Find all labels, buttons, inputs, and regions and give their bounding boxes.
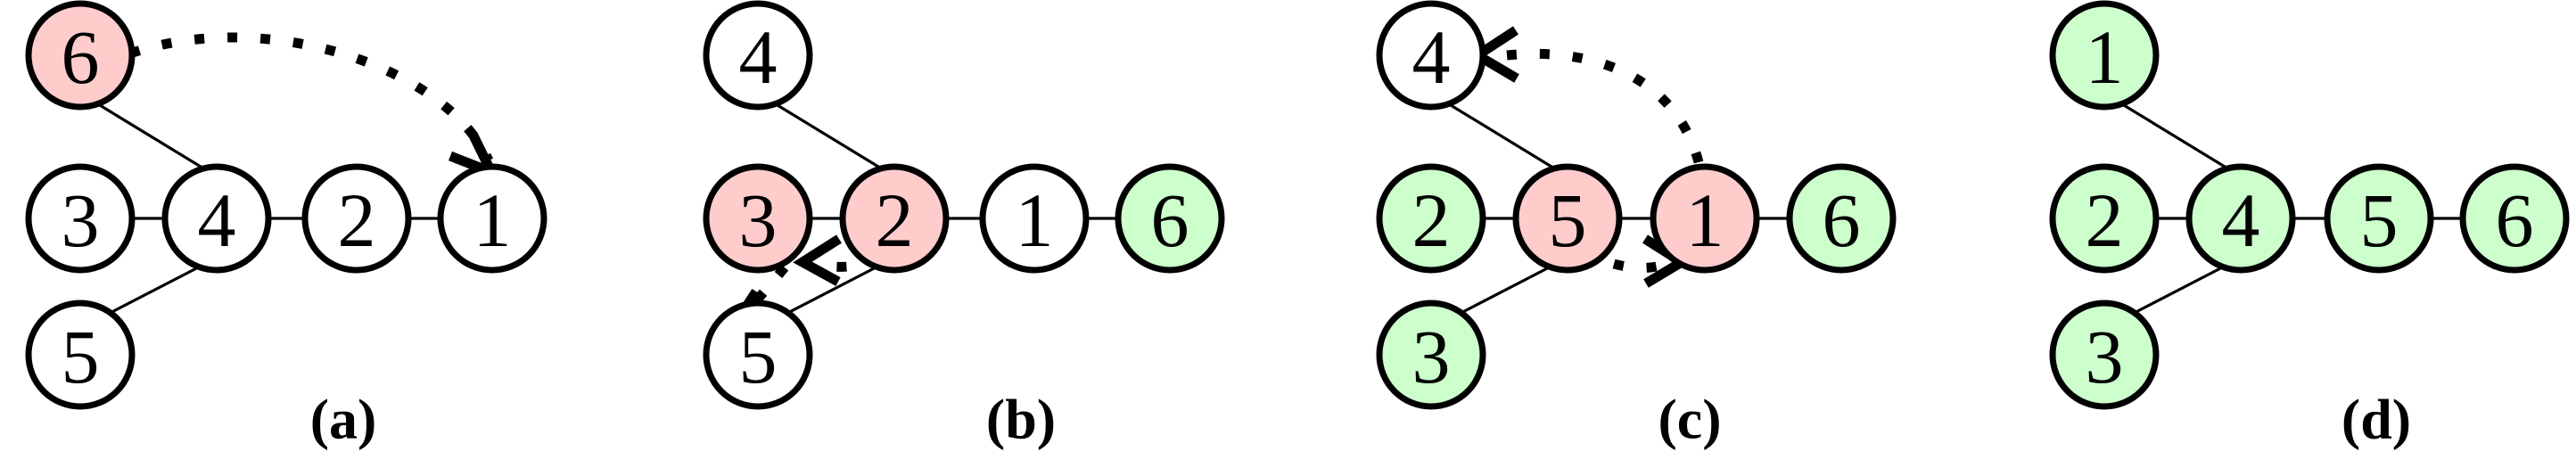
node-b-2[interactable]: 2	[839, 163, 950, 274]
node-circle-b-3[interactable]	[703, 163, 813, 274]
edge-a-5-4	[97, 263, 204, 321]
edge-b-5-2	[775, 263, 882, 321]
node-label-d-2: 2	[2086, 177, 2124, 263]
node-b-6[interactable]: 6	[1115, 163, 1225, 274]
node-label-b-4: 4	[739, 14, 778, 100]
node-a-4[interactable]: 4	[161, 163, 272, 274]
node-circle-b-2[interactable]	[839, 163, 950, 274]
node-circle-b-1[interactable]	[979, 163, 1090, 274]
node-circle-d-2[interactable]	[2049, 163, 2160, 274]
node-circle-b-6[interactable]	[1115, 163, 1225, 274]
arrow-c-5-to-1	[1612, 259, 1669, 273]
node-circle-a-2[interactable]	[301, 163, 412, 274]
node-d-2[interactable]: 2	[2049, 163, 2160, 274]
node-circle-b-4[interactable]	[703, 0, 813, 111]
edge-a-6-4	[95, 101, 206, 171]
node-a-3[interactable]: 3	[25, 163, 136, 274]
node-label-c-1: 1	[1686, 177, 1724, 263]
caption-a: (a)	[310, 388, 377, 451]
node-d-1[interactable]: 1	[2049, 0, 2160, 111]
node-c-6[interactable]: 6	[1786, 163, 1897, 274]
node-c-4[interactable]: 4	[1376, 0, 1486, 111]
node-label-d-3: 3	[2086, 314, 2124, 399]
node-b-1[interactable]: 1	[979, 163, 1090, 274]
node-circle-d-3[interactable]	[2049, 300, 2160, 410]
node-circle-a-4[interactable]	[161, 163, 272, 274]
node-label-a-5: 5	[62, 314, 100, 399]
node-label-a-1: 1	[473, 177, 512, 263]
node-label-b-6: 6	[1151, 177, 1189, 263]
node-a-6[interactable]: 6	[25, 0, 136, 111]
node-circle-c-3[interactable]	[1376, 300, 1486, 410]
node-circle-a-6[interactable]	[25, 0, 136, 111]
node-c-5[interactable]: 5	[1512, 163, 1623, 274]
node-circle-c-4[interactable]	[1376, 0, 1486, 111]
arrowhead-b-2-to-3	[793, 234, 842, 286]
node-circle-c-5[interactable]	[1512, 163, 1623, 274]
panel-d: 1 2 4 5 6 3 (d)	[2049, 0, 2570, 451]
node-d-3[interactable]: 3	[2049, 300, 2160, 410]
node-label-b-5: 5	[739, 314, 778, 399]
node-d-4[interactable]: 4	[2185, 163, 2296, 274]
node-circle-d-1[interactable]	[2049, 0, 2160, 111]
node-c-1[interactable]: 1	[1650, 163, 1760, 274]
node-c-2[interactable]: 2	[1376, 163, 1486, 274]
edge-d-1-4	[2119, 101, 2230, 171]
node-d-5[interactable]: 5	[2324, 163, 2434, 274]
node-circle-c-1[interactable]	[1650, 163, 1760, 274]
node-circle-a-3[interactable]	[25, 163, 136, 274]
node-label-a-3: 3	[62, 177, 100, 263]
node-label-c-5: 5	[1549, 177, 1587, 263]
node-circle-d-4[interactable]	[2185, 163, 2296, 274]
node-label-a-6: 6	[62, 14, 100, 100]
node-label-c-2: 2	[1412, 177, 1451, 263]
caption-d: (d)	[2341, 388, 2411, 451]
node-label-b-3: 3	[739, 177, 778, 263]
edge-c-3-5	[1448, 263, 1555, 321]
edge-d-3-4	[2121, 263, 2228, 321]
node-a-1[interactable]: 1	[437, 163, 547, 274]
node-label-b-1: 1	[1016, 177, 1054, 263]
node-circle-b-5[interactable]	[703, 300, 813, 410]
node-b-5[interactable]: 5	[703, 300, 813, 410]
arrow-a-6-to-1	[128, 32, 493, 163]
panel-b: 4 3 2 1 6 5 (b)	[703, 0, 1225, 451]
node-label-c-3: 3	[1412, 314, 1451, 399]
node-label-c-6: 6	[1823, 177, 1861, 263]
node-label-d-6: 6	[2496, 177, 2534, 263]
node-a-2[interactable]: 2	[301, 163, 412, 274]
panel-a: 6 3 4 2 1 5 (a)	[25, 0, 547, 451]
node-label-a-4: 4	[198, 177, 236, 263]
edge-c-4-5	[1445, 101, 1557, 171]
edge-b-4-2	[772, 101, 884, 171]
node-circle-a-5[interactable]	[25, 300, 136, 410]
node-label-d-5: 5	[2360, 177, 2399, 263]
node-d-6[interactable]: 6	[2459, 163, 2570, 274]
node-c-3[interactable]: 3	[1376, 300, 1486, 410]
node-circle-c-2[interactable]	[1376, 163, 1486, 274]
node-label-c-4: 4	[1412, 14, 1451, 100]
arrow-b-3-to-5	[740, 264, 789, 317]
node-circle-d-6[interactable]	[2459, 163, 2570, 274]
node-circle-a-1[interactable]	[437, 163, 547, 274]
node-label-b-2: 2	[876, 177, 914, 263]
node-label-a-2: 2	[338, 177, 376, 263]
node-circle-d-5[interactable]	[2324, 163, 2434, 274]
node-b-4[interactable]: 4	[703, 0, 813, 111]
node-label-d-4: 4	[2222, 177, 2260, 263]
node-label-d-1: 1	[2086, 14, 2124, 100]
node-a-5[interactable]: 5	[25, 300, 136, 410]
arrow-c-1-to-4	[1506, 48, 1704, 164]
panel-c: 4 2 5 1 6 3 (c)	[1376, 0, 1897, 451]
node-b-3[interactable]: 3	[703, 163, 813, 274]
node-circle-c-6[interactable]	[1786, 163, 1897, 274]
caption-c: (c)	[1658, 388, 1721, 451]
caption-b: (b)	[986, 388, 1056, 451]
